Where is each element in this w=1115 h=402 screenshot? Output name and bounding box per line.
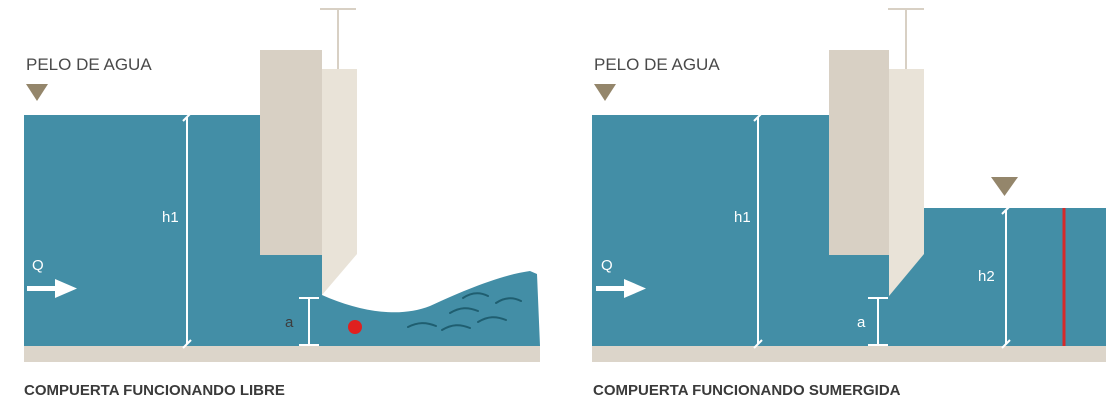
dimension-arrow-icon: [1001, 205, 1011, 349]
panel-free-flow: PELO DE AGUA h1 Q a: [24, 8, 540, 399]
channel-floor: [24, 346, 540, 362]
opening-label: a: [285, 314, 294, 331]
opening-dimension: [299, 297, 319, 346]
opening-label: a: [857, 314, 866, 331]
downstream-water: [889, 208, 1106, 346]
flow-arrow-icon: [596, 279, 646, 298]
water-surface-label: PELO DE AGUA: [26, 55, 152, 74]
water-surface-label: PELO DE AGUA: [594, 55, 720, 74]
caption-submerged: COMPUERTA FUNCIONANDO SUMERGIDA: [593, 382, 901, 399]
flow-label: Q: [32, 257, 44, 274]
water-level-triangle-icon: [26, 84, 48, 101]
upstream-water-under-gate: [261, 255, 322, 346]
gate-body-side: [889, 69, 924, 296]
vena-contracta-dot: [348, 320, 362, 334]
dimension-arrow-icon: [753, 112, 763, 349]
gate-handle-icon: [888, 8, 924, 69]
gate-body-side: [322, 69, 357, 295]
gate-body-front: [260, 50, 322, 255]
h2-label: h2: [978, 268, 995, 285]
opening-dimension: [868, 297, 888, 346]
upstream-water: [592, 115, 829, 346]
flow-arrow-icon: [27, 279, 77, 298]
dimension-arrow-icon: [182, 112, 192, 349]
caption-free-flow: COMPUERTA FUNCIONANDO LIBRE: [24, 382, 285, 399]
flow-label: Q: [601, 257, 613, 274]
gate-handle-icon: [320, 8, 356, 69]
gate-body-front: [829, 50, 889, 255]
panel-submerged: PELO DE AGUA h1 h2 Q a: [592, 8, 1106, 399]
downstream-jet: [322, 271, 540, 346]
turbulence-waves: [407, 292, 522, 331]
channel-floor: [592, 346, 1106, 362]
upstream-water-under-gate: [829, 255, 889, 346]
water-level-triangle-icon: [594, 84, 616, 101]
h1-label: h1: [734, 209, 751, 226]
h1-label: h1: [162, 209, 179, 226]
downstream-level-triangle-icon: [991, 177, 1018, 196]
upstream-water: [24, 115, 261, 346]
